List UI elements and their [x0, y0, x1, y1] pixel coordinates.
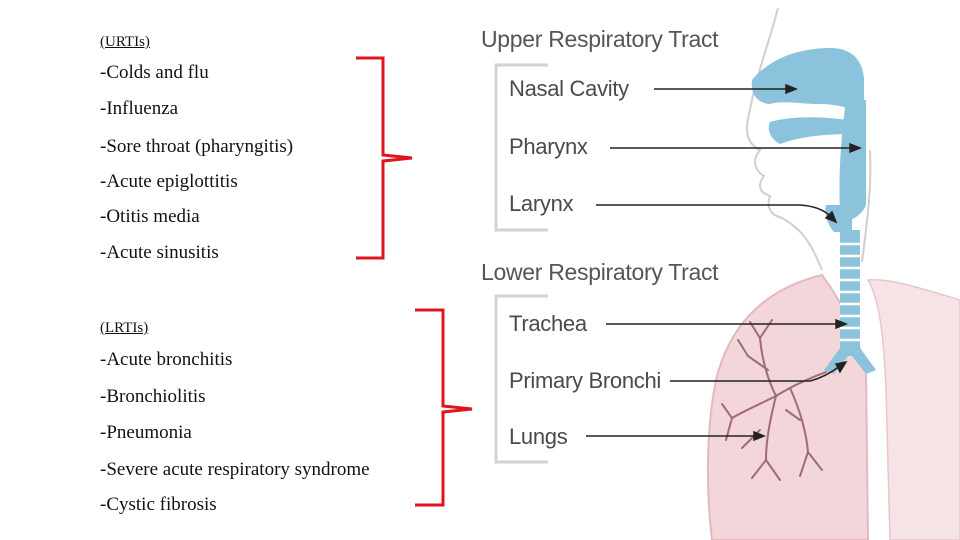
lrti-item: -Acute bronchitis	[100, 349, 233, 370]
label-nasal-cavity: Nasal Cavity	[509, 76, 629, 101]
urti-heading: (URTIs)	[100, 34, 150, 50]
right-lung-edge	[866, 279, 960, 540]
label-pharynx: Pharynx	[509, 134, 588, 159]
urti-item: -Influenza	[100, 98, 179, 119]
larynx-pointer	[596, 204, 831, 217]
label-primary-bronchi: Primary Bronchi	[509, 368, 661, 393]
pharynx-shape	[839, 100, 866, 222]
lower-label-box	[494, 294, 548, 464]
bronchial-tree	[721, 319, 827, 481]
label-lungs: Lungs	[509, 424, 568, 449]
lrti-item: -Severe acute respiratory syndrome	[100, 459, 370, 480]
oral-pharynx-shape	[768, 117, 850, 144]
pointer-arrows	[586, 83, 863, 442]
urti-item: -Acute sinusitis	[100, 242, 219, 263]
urti-item: -Otitis media	[100, 206, 200, 227]
nasal-cavity-shape	[751, 48, 864, 112]
upper-label-box	[494, 63, 548, 232]
lrti-bracket	[415, 308, 473, 507]
lower-tract-title: Lower Respiratory Tract	[481, 259, 719, 285]
lrti-item: -Pneumonia	[100, 422, 192, 443]
urti-item: -Colds and flu	[100, 62, 209, 83]
urti-bracket	[356, 56, 413, 260]
trachea-rings	[840, 242, 860, 342]
label-trachea: Trachea	[509, 311, 587, 336]
upper-tract-title: Upper Respiratory Tract	[481, 26, 719, 52]
urti-item: -Acute epiglottitis	[100, 171, 238, 192]
lrti-item: -Cystic fibrosis	[100, 494, 217, 515]
label-larynx: Larynx	[509, 191, 574, 216]
urti-item: -Sore throat (pharyngitis)	[100, 136, 294, 157]
lrti-item: -Bronchiolitis	[100, 386, 206, 407]
trachea-shape	[840, 230, 860, 350]
head-outline	[746, 7, 823, 271]
lrti-heading: (LRTIs)	[100, 320, 149, 336]
neck-back-outline	[861, 149, 872, 263]
